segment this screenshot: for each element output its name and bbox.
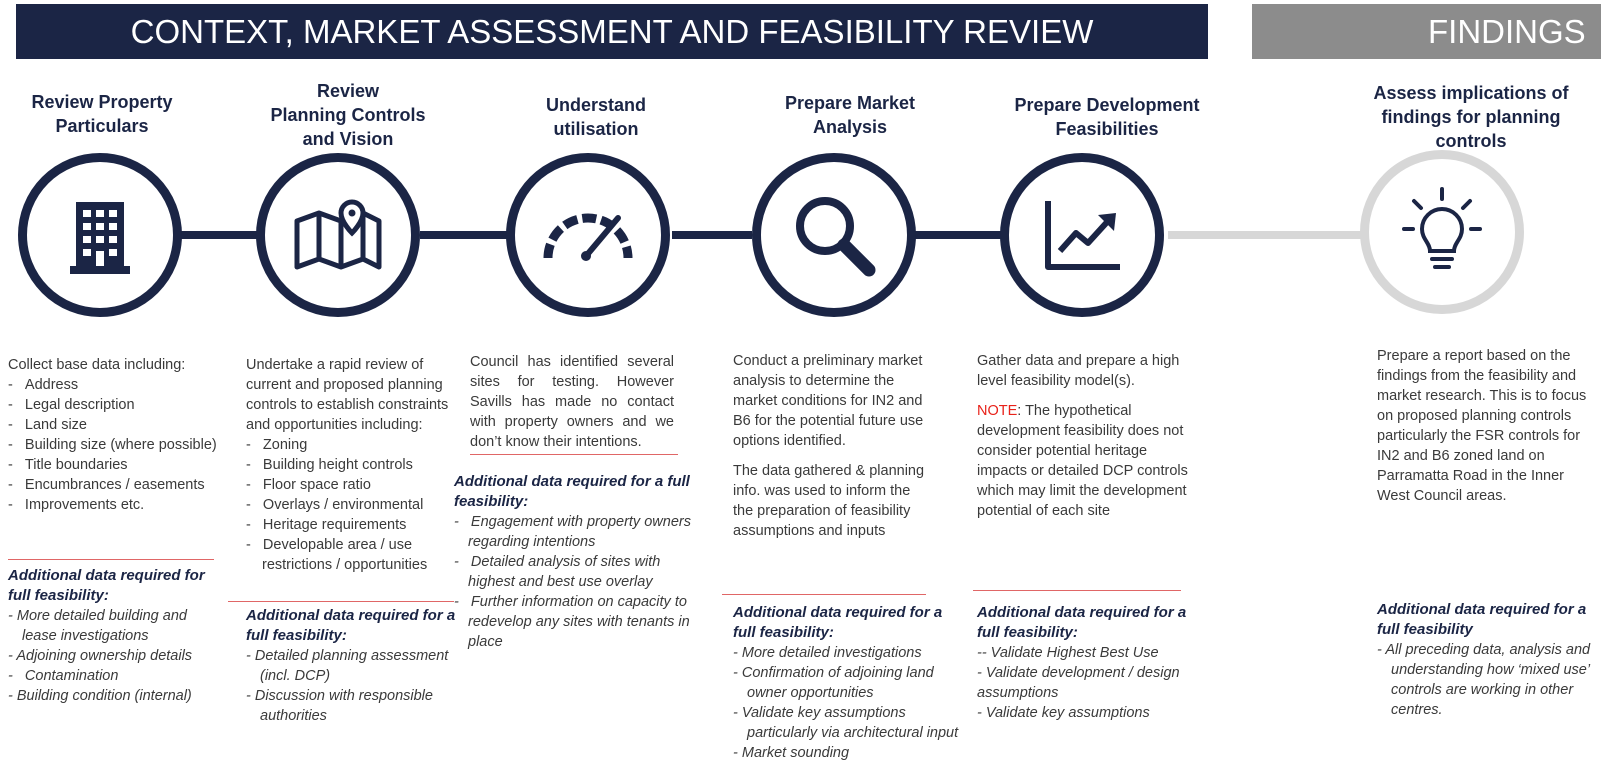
additional-list: - All preceding data, analysis and under… [1377,640,1599,720]
additional-item: - Validate key assumptions [977,705,1150,721]
findings-intro: Prepare a report based on the findings f… [1377,348,1587,504]
list-item: - Detailed planning assessment (incl. DC… [246,648,449,684]
connector-5 [1168,231,1396,239]
lightbulb-icon [1402,187,1482,269]
step-additional-property: Additional data required for full feasib… [8,566,223,706]
step-text-utilisation: Council has identified several sites for… [470,352,674,452]
step-additional-market: Additional data required for a full feas… [733,603,959,763]
growth-chart-icon [1045,201,1120,270]
step-text-feasibilities: Gather data and prepare a high level fea… [977,351,1197,521]
step-title-utilisation: Understand utilisation [545,95,646,139]
findings-title: FINDINGS [1428,13,1586,50]
main-title: CONTEXT, MARKET ASSESSMENT AND FEASIBILI… [130,13,1094,50]
step-text-planning: Undertake a rapid review of current and … [246,355,458,575]
list-item: - More detailed building and lease inves… [8,608,187,644]
list-item: - Building condition (internal) [8,688,192,704]
step-title-findings: Assess implications of findings for plan… [1373,83,1569,151]
step-intro: Collect base data including: [8,357,186,373]
list-item: - Engagement with property owners regard… [454,514,691,550]
divider [8,559,214,560]
additional-heading: Additional data required for a full feas… [246,607,456,644]
list-item: - Detailed analysis of sites with highes… [454,554,661,590]
main-banner: CONTEXT, MARKET ASSESSMENT AND FEASIBILI… [16,4,1208,59]
step-text-market: Conduct a preliminary market analysis to… [733,351,933,541]
list-item: - Title boundaries [8,457,128,473]
list-item: - All preceding data, analysis and under… [1377,642,1591,718]
additional-list: - Engagement with property owners regard… [454,512,698,652]
additional-heading: Additional data required for a full feas… [454,473,690,510]
divider [973,590,1181,591]
step-additional-planning: Additional data required for a full feas… [246,606,458,726]
note-paragraph: NOTE: The hypothetical development feasi… [977,401,1197,521]
step-intro: Council has identified several sites for… [470,354,674,450]
list-item: - Discussion with responsible authoritie… [246,688,433,724]
list-item: - More detailed investigations [733,645,922,661]
step-intro-2: The data gathered & planning info. was u… [733,463,925,539]
speedometer-icon [543,213,633,261]
list-item: - Encumbrances / easements [8,477,205,493]
list-item: - Contamination [8,668,119,684]
findings-additional: Additional data required for a full feas… [1377,600,1599,720]
additional-heading: Additional data required for a full feas… [977,604,1187,641]
list-item: - Building size (where possible) [8,437,217,453]
list-item: - Confirmation of adjoining land owner o… [733,665,934,701]
additional-item: - Validate development / design assumpti… [977,665,1180,701]
findings-text: Prepare a report based on the findings f… [1377,346,1595,506]
connector-3 [672,231,752,239]
connector-4 [912,231,1008,239]
list-item: - Adjoining ownership details [8,648,193,664]
step-intro: Gather data and prepare a high level fea… [977,353,1180,389]
step-circle-utilisation [506,153,670,317]
list-item: - Validate key assumptions particularly … [733,705,959,741]
step-title-market: Prepare Market Analysis [784,93,916,137]
step-circle-planning [256,153,420,317]
additional-heading: Additional data required for a full feas… [1377,601,1587,638]
additional-list: - More detailed investigations - Confirm… [733,643,959,763]
step-additional-utilisation: Additional data required for a full feas… [454,472,698,652]
additional-item: -- Validate Highest Best Use [977,645,1159,661]
findings-circle [1360,150,1524,314]
list-item: - Heritage requirements [246,517,407,533]
step-circle-feasibilities [1000,153,1164,317]
list-item: - Building height controls [246,457,413,473]
step-circle-market [752,153,916,317]
list-item: - Land size [8,417,87,433]
list-item: - Address [8,377,79,393]
step-intro: Undertake a rapid review of current and … [246,357,449,433]
list-item: - Floor space ratio [246,477,371,493]
magnifier-icon [796,197,876,277]
divider [722,594,926,595]
connector-2 [420,231,512,239]
step-additional-feasibilities: Additional data required for a full feas… [977,603,1203,723]
divider [228,601,454,602]
list-item: - Further information on capacity to red… [454,594,690,650]
note-label: NOTE [977,403,1018,419]
additional-list: - Detailed planning assessment (incl. DC… [246,646,458,726]
findings-banner: FINDINGS [1252,4,1601,59]
step-title-property: Review Property Particulars [31,92,173,136]
list-item: - Legal description [8,397,135,413]
note-text: : The hypothetical development feasibili… [977,403,1188,519]
list-item: - Improvements etc. [8,497,145,513]
additional-list: - More detailed building and lease inves… [8,606,223,706]
step-circle-property [18,153,182,317]
step-title-planning: Review Planning Controls and Vision [270,81,426,149]
additional-heading: Additional data required for full feasib… [8,567,205,604]
connector-1 [180,231,264,239]
divider [470,454,678,455]
item-list: - Address - Legal description - Land siz… [8,375,223,515]
step-intro: Conduct a preliminary market analysis to… [733,353,924,449]
list-item: - Market sounding [733,745,850,761]
building-icon [70,202,130,274]
list-item: - Developable area / use restrictions / … [246,537,428,573]
step-text-property: Collect base data including: - Address -… [8,355,223,515]
map-pin-icon [294,199,382,270]
list-item: - Overlays / environmental [246,497,424,513]
additional-heading: Additional data required for a full feas… [733,604,943,641]
step-title-feasibilities: Prepare Development Feasibilities [1014,95,1200,139]
list-item: - Zoning [246,437,308,453]
item-list: - Zoning - Building height controls - Fl… [246,435,458,575]
